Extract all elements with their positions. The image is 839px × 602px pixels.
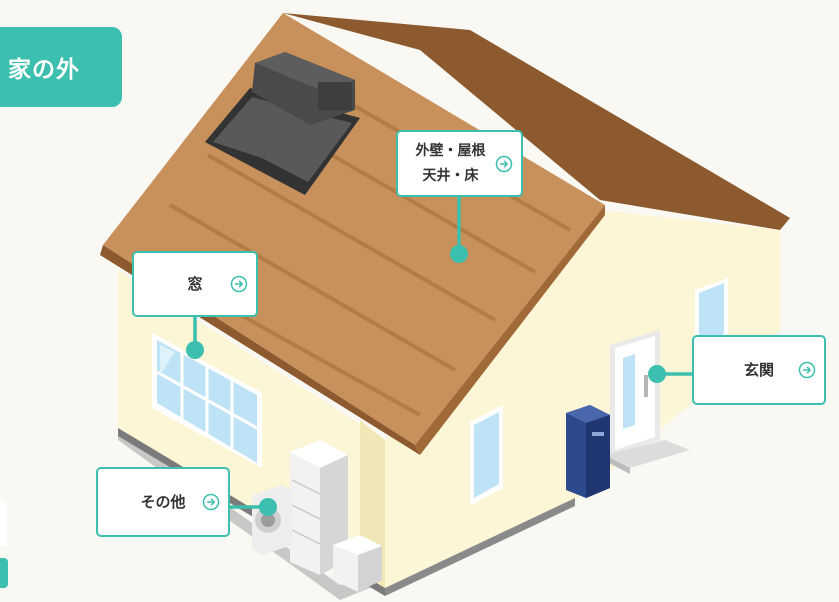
front-door bbox=[605, 330, 690, 474]
skylight-icon bbox=[205, 52, 360, 195]
marker-entrance bbox=[648, 365, 666, 383]
side-tab-green[interactable] bbox=[0, 558, 8, 588]
callout-entrance-label: 玄関 bbox=[743, 360, 774, 379]
category-tab[interactable]: 家の外 bbox=[0, 27, 122, 107]
side-window bbox=[470, 405, 503, 506]
front-window bbox=[152, 333, 262, 468]
category-label: 家の外 bbox=[8, 57, 80, 83]
upper-window bbox=[695, 278, 728, 350]
arrow-right-circle-icon bbox=[230, 275, 248, 293]
callout-other-label: その他 bbox=[140, 492, 186, 511]
mailbox-icon bbox=[566, 405, 610, 498]
callout-entrance-button[interactable]: 玄関 bbox=[692, 335, 826, 405]
callout-window-label: 窓 bbox=[187, 274, 203, 293]
callout-roof-walls-button[interactable]: 外壁・屋根 天井・床 bbox=[396, 130, 523, 197]
callout-other-button[interactable]: その他 bbox=[96, 467, 230, 537]
callout-roof-label: 外壁・屋根 天井・床 bbox=[415, 142, 486, 184]
callout-window-button[interactable]: 窓 bbox=[132, 251, 258, 317]
arrow-right-circle-icon bbox=[798, 361, 816, 379]
marker-roof bbox=[450, 245, 468, 263]
side-tab-white[interactable] bbox=[0, 500, 7, 546]
marker-window bbox=[186, 341, 204, 359]
arrow-right-circle-icon bbox=[495, 155, 513, 172]
arrow-right-circle-icon bbox=[202, 493, 220, 511]
roof-edge bbox=[283, 13, 790, 230]
marker-other bbox=[259, 498, 277, 516]
